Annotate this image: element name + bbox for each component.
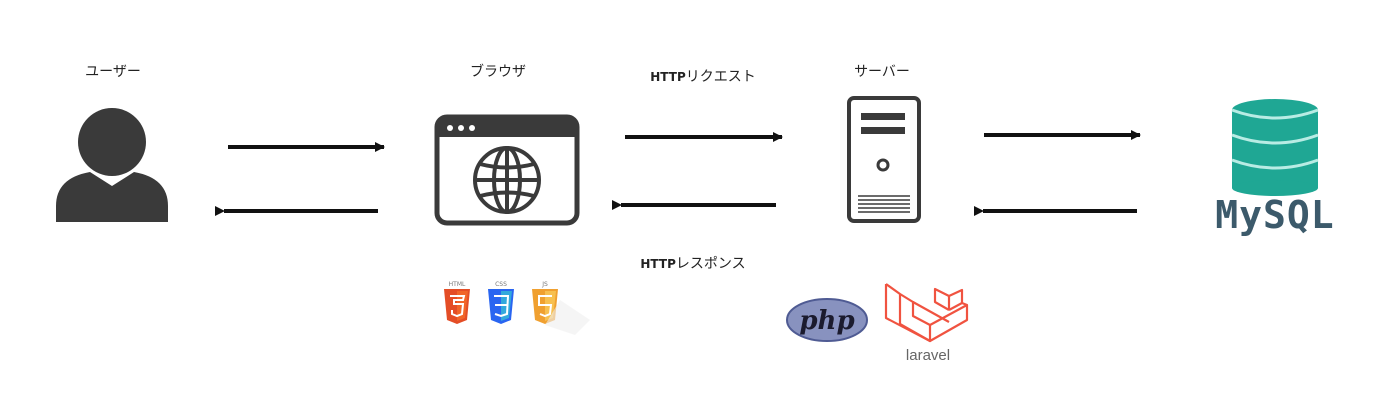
browser-label: ブラウザ <box>470 63 526 80</box>
css3-badge-text: CSS <box>495 281 507 288</box>
server-tower-icon <box>847 96 921 223</box>
php-logo-text: php <box>799 306 854 336</box>
browser-globe-icon <box>434 114 580 226</box>
laravel-logo-text: laravel <box>906 347 950 364</box>
server-node: サーバー <box>847 64 921 223</box>
mysql-logo-text: MySQL <box>1215 193 1334 237</box>
css3-icon: CSS <box>488 281 514 324</box>
php-logo-icon: php <box>786 298 868 342</box>
response-label: HTTPレスポンス <box>640 256 745 272</box>
frontend-tech-badges: HTML CSS JS <box>444 281 590 335</box>
database-cylinder-icon <box>1231 99 1319 196</box>
user-silhouette-icon <box>56 108 168 222</box>
server-label: サーバー <box>854 64 910 80</box>
html5-badge-text: HTML <box>449 281 466 288</box>
user-label: ユーザー <box>85 64 141 80</box>
database-node: MySQL <box>1215 99 1334 237</box>
html5-icon: HTML <box>444 281 470 324</box>
user-node: ユーザー <box>56 64 168 222</box>
js-badge-text: JS <box>541 281 548 288</box>
laravel-logo-icon: laravel <box>884 283 969 364</box>
request-label: HTTPリクエスト <box>650 69 755 85</box>
browser-node: ブラウザ <box>434 63 580 226</box>
